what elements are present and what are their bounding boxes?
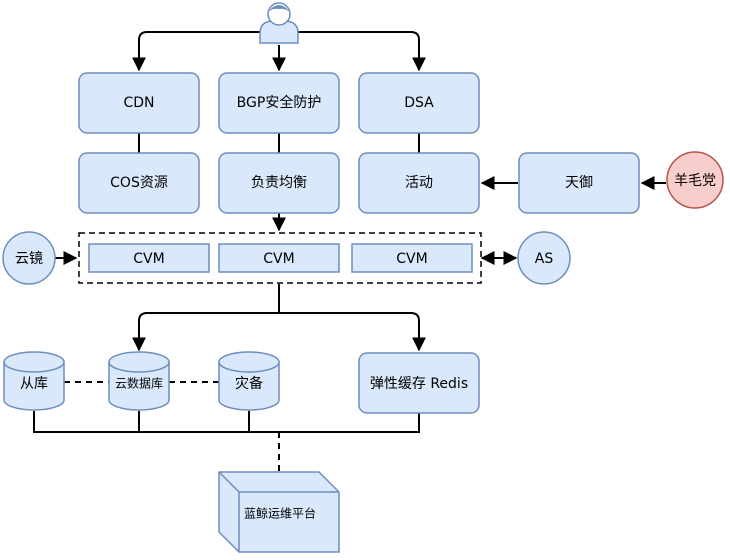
activity-label: 活动: [405, 175, 433, 191]
lanjing-label: 蓝鲸运维平台: [244, 506, 316, 521]
activity-box: 活动: [358, 152, 480, 214]
cvm-box-1: CVM: [88, 243, 210, 273]
congku-cylinder: 从库: [3, 351, 65, 411]
tianyu-label: 天御: [565, 175, 593, 191]
user-icon: [259, 2, 299, 44]
cdn-label: CDN: [123, 95, 154, 111]
as-label: AS: [535, 251, 554, 267]
edge-bus: [33, 411, 420, 433]
yangmaodang-circle: 羊毛党: [666, 151, 724, 209]
edges: [33, 31, 666, 433]
as-circle: AS: [517, 231, 571, 285]
congku-label: 从库: [20, 376, 48, 392]
edge-to-yunshujuku: [132, 312, 279, 352]
cos-box: COS资源: [78, 152, 200, 214]
yunjing-circle: 云镜: [2, 231, 56, 285]
dashed-edges: [64, 381, 280, 472]
zaibei-label: 灾备: [235, 375, 263, 392]
yunjing-label: 云镜: [15, 251, 43, 267]
cdn-box: CDN: [78, 72, 200, 134]
lb-box: 负责均衡: [218, 152, 340, 214]
yunshujuku-cylinder: 云数据库: [108, 351, 170, 411]
lanjing-cube: 蓝鲸运维平台: [218, 471, 340, 553]
cvm-label-1: CVM: [133, 251, 164, 267]
edge-to-redis: [279, 312, 426, 352]
cvm-box-2: CVM: [218, 243, 340, 273]
dsa-label: DSA: [404, 95, 434, 111]
zaibei-cylinder: 灾备: [218, 351, 280, 411]
edge-user-dsa: [297, 31, 426, 72]
bgp-box: BGP安全防护: [218, 72, 340, 134]
tianyu-box: 天御: [518, 152, 640, 214]
cos-label: COS资源: [110, 175, 168, 191]
yangmaodang-label: 羊毛党: [674, 173, 716, 189]
cvm-group: [78, 232, 482, 284]
cvm-label-3: CVM: [396, 251, 427, 267]
cvm-label-2: CVM: [263, 251, 294, 267]
edge-user-cdn: [132, 31, 262, 72]
redis-box: 弹性缓存 Redis: [358, 352, 480, 414]
redis-label: 弹性缓存 Redis: [370, 376, 468, 392]
cvm-box-3: CVM: [351, 243, 473, 273]
dsa-box: DSA: [358, 72, 480, 134]
lb-label: 负责均衡: [251, 175, 307, 191]
bgp-label: BGP安全防护: [237, 94, 322, 111]
yunshujuku-label: 云数据库: [115, 376, 163, 391]
